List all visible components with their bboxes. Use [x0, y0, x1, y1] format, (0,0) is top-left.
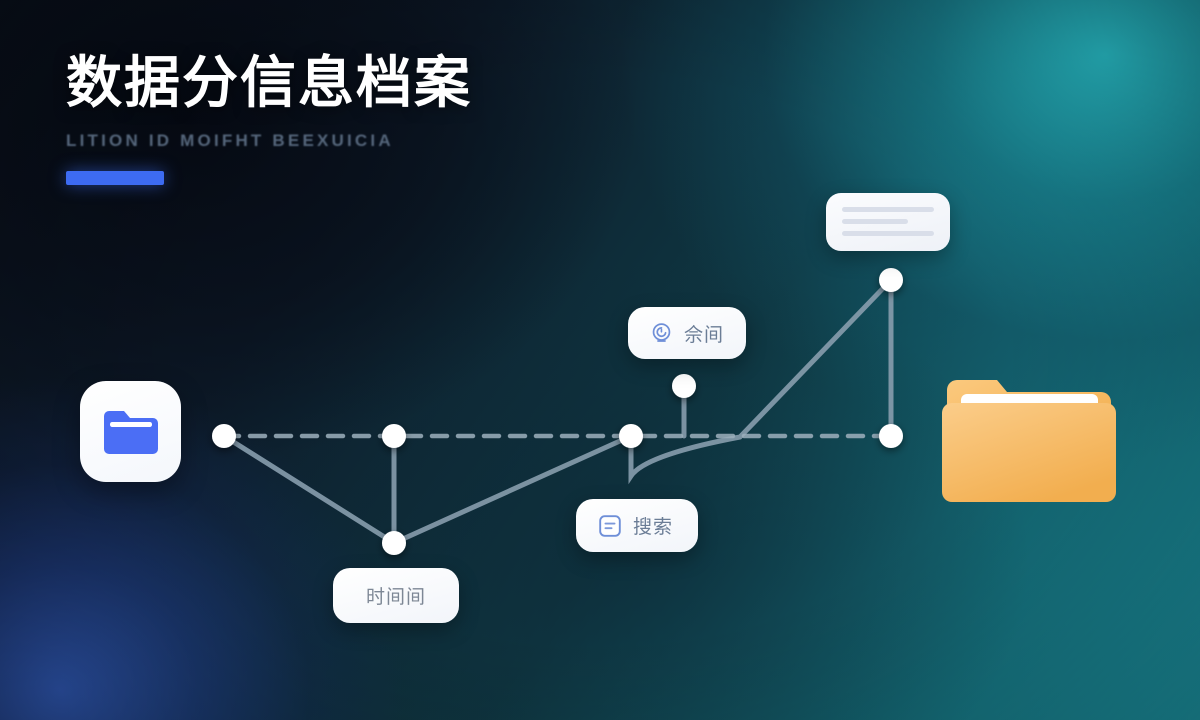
- node-n7[interactable]: [879, 424, 903, 448]
- folder-icon: [103, 410, 158, 454]
- accent-bar: [66, 170, 164, 185]
- link-n3-n4: [391, 433, 634, 546]
- placeholder-line-3: [842, 231, 934, 236]
- label-pill-time-text: 时间间: [365, 587, 426, 608]
- node-n1[interactable]: [212, 424, 236, 448]
- placeholder-text-card[interactable]: [826, 193, 950, 251]
- page-title: 数据分信息档案: [66, 51, 472, 114]
- node-n6[interactable]: [879, 268, 903, 292]
- label-pill-search[interactable]: 搜索: [576, 499, 698, 552]
- link-n4-n6-curve: [628, 277, 894, 485]
- page-subtitle: LITION ID MOIFHT BEEXUICIA: [66, 130, 394, 150]
- label-pill-remaining[interactable]: 佘间: [628, 307, 746, 359]
- open-folder-graphic[interactable]: [941, 368, 1117, 502]
- node-n3[interactable]: [382, 531, 406, 555]
- link-n1-n3: [221, 433, 397, 546]
- document-list-icon: [599, 514, 621, 537]
- graph-links-solid: [221, 277, 894, 546]
- placeholder-line-1: [842, 207, 934, 212]
- node-n5[interactable]: [672, 374, 696, 398]
- placeholder-line-2: [842, 219, 909, 224]
- node-n2[interactable]: [382, 424, 406, 448]
- label-pill-search-text: 搜索: [633, 517, 674, 538]
- app-folder-tile[interactable]: [80, 381, 181, 482]
- heading-block: 数据分信息档案 LITION ID MOIFHT BEEXUICIA: [66, 51, 472, 185]
- label-pill-remaining-text: 佘间: [683, 324, 724, 346]
- node-n4[interactable]: [619, 424, 643, 448]
- graph-nodes: [212, 268, 903, 555]
- label-pill-time[interactable]: 时间间: [333, 568, 459, 623]
- open-folder-icon: [942, 380, 1116, 502]
- clock-gauge-icon: [652, 323, 671, 342]
